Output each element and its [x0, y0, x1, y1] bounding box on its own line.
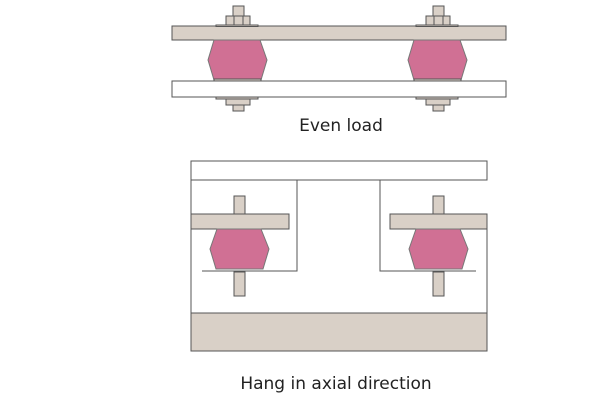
even-load-caption: Even load [299, 116, 383, 136]
hang-mount-right [389, 195, 488, 297]
hang-assembly [190, 160, 488, 352]
left-hanger [202, 180, 298, 272]
hang-mount-left [190, 195, 290, 297]
bottom-plate [171, 80, 507, 98]
top-plate [171, 25, 507, 41]
mount-right [407, 5, 468, 112]
base-block [190, 312, 488, 352]
right-hanger [379, 180, 476, 272]
hang-axial-caption: Hang in axial direction [240, 374, 432, 394]
upper-beam [190, 160, 488, 181]
mount-left [207, 5, 268, 112]
even-load-assembly [171, 5, 507, 112]
